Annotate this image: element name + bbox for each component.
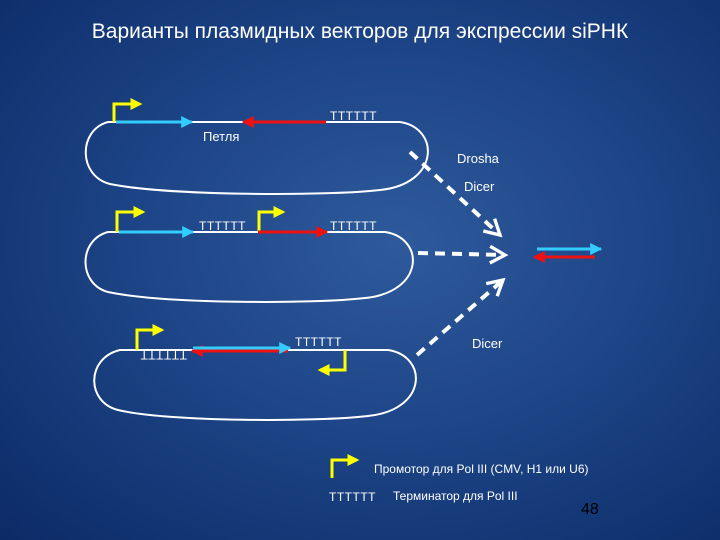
plasmid-2-backbone	[84, 231, 414, 303]
sirna-duplex	[532, 243, 603, 263]
promoter-icon	[112, 98, 143, 122]
plasmid-3: TTTTTT TTTTTT	[93, 324, 417, 421]
promoter-icon	[257, 206, 286, 232]
terminator-text: TTTTTT	[295, 335, 342, 349]
plasmid-1: Петля TTTTTT	[84, 98, 429, 195]
plasmid-3-backbone	[93, 349, 417, 421]
page-number: 48	[581, 501, 599, 518]
dicer-label: Dicer	[464, 179, 495, 194]
promoter-icon	[115, 206, 146, 232]
slide-title: Варианты плазмидных векторов для экспрес…	[91, 20, 629, 43]
pathway: Drosha Dicer Dicer	[408, 150, 505, 357]
terminator-text: TTTTTT	[199, 219, 246, 233]
dicer-pathway-arrow	[417, 253, 505, 255]
dicer-pathway-arrow-3	[415, 280, 503, 357]
promoter-icon	[135, 324, 165, 350]
terminator-text: TTTTTT	[330, 219, 377, 233]
legend: Промотор для Pol III (CMV, H1 или U6) TT…	[329, 454, 589, 504]
legend-terminator-symbol: TTTTTT	[329, 490, 376, 504]
terminator-text: TTTTTT	[330, 109, 377, 123]
legend-terminator-text: Терминатор для Pol III	[393, 489, 518, 503]
legend-promoter-text: Промотор для Pol III (CMV, H1 или U6)	[374, 462, 589, 476]
dicer-label-2: Dicer	[472, 336, 503, 351]
plasmid-1-backbone	[84, 121, 429, 195]
promoter-icon	[330, 454, 360, 478]
drosha-pathway-arrow	[408, 150, 500, 235]
loop-label: Петля	[203, 129, 239, 144]
plasmid-2: TTTTTT TTTTTT	[84, 206, 414, 303]
promoter-icon	[317, 350, 347, 376]
terminator-text: TTTTTT	[140, 348, 187, 362]
drosha-label: Drosha	[457, 151, 500, 166]
